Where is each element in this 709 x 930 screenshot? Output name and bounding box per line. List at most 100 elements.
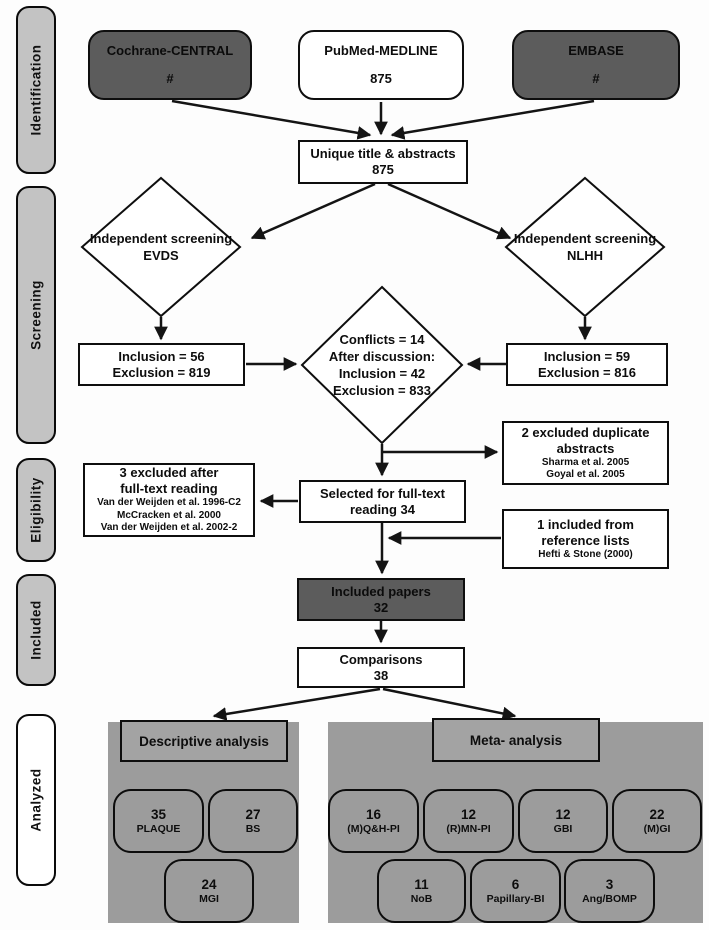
excluded-fulltext-ref-1: Van der Weijden et al. 1996-C2: [97, 497, 241, 509]
pill-plaque-value: 35: [150, 806, 167, 822]
evds-diamond-label: Independent screening EVDS: [86, 230, 236, 264]
pill-papillary-bi-value: 6: [511, 876, 520, 892]
source-embase-count: #: [592, 71, 600, 86]
pill-plaque: 35 PLAQUE: [113, 789, 204, 853]
diamond-screening-evds: [80, 176, 242, 318]
diamond-screening-nlhh: [504, 176, 666, 318]
source-cochrane-label: Cochrane-CENTRAL: [106, 43, 234, 58]
pill-mgi-meta: 22 (M)GI: [612, 789, 702, 853]
nlhh-inclusion: Inclusion = 59: [543, 348, 631, 364]
excluded-fulltext-box: 3 excluded after full-text reading Van d…: [83, 463, 255, 537]
pill-ang-bomp-value: 3: [605, 876, 614, 892]
pill-nob: 11 NoB: [377, 859, 466, 923]
meta-analysis-title: Meta- analysis: [469, 732, 563, 748]
pill-qh-pi-label: (M)Q&H-PI: [347, 822, 400, 835]
pill-mgi-meta-value: 22: [649, 806, 665, 822]
pill-bs: 27 BS: [208, 789, 298, 853]
descriptive-analysis-title: Descriptive analysis: [139, 733, 269, 749]
diamond-conflicts: [300, 285, 464, 445]
unique-abstracts-box: Unique title & abstracts 875: [298, 140, 468, 184]
included-reference-line2: reference lists: [541, 532, 630, 548]
pill-bs-value: 27: [245, 806, 261, 822]
pill-nob-label: NoB: [410, 892, 433, 905]
conflicts-line1: Conflicts = 14: [339, 332, 425, 347]
included-papers-label: Included papers: [331, 583, 431, 599]
pill-mgi: 24 MGI: [164, 859, 254, 923]
pill-qh-pi-value: 16: [365, 806, 382, 822]
pill-gbi-label: GBI: [553, 822, 573, 835]
excluded-duplicates-box: 2 excluded duplicate abstracts Sharma et…: [502, 421, 669, 485]
source-embase-label: EMBASE: [568, 43, 624, 58]
pill-ang-bomp-label: Ang/BOMP: [582, 892, 637, 905]
pill-mgi-label: MGI: [199, 892, 219, 905]
stage-identification: Identification: [16, 6, 56, 174]
evds-inclusion: Inclusion = 56: [118, 348, 205, 364]
excluded-fulltext-ref-2: McCracken et al. 2000: [117, 509, 221, 521]
included-reference-line1: 1 included from: [537, 516, 634, 532]
stage-analyzed: Analyzed: [16, 714, 56, 886]
included-papers-box: Included papers 32: [297, 578, 465, 621]
pill-ang-bomp: 3 Ang/BOMP: [564, 859, 655, 923]
pill-plaque-label: PLAQUE: [136, 822, 181, 835]
comparisons-label: Comparisons: [339, 651, 423, 667]
pill-mgi-value: 24: [201, 876, 217, 892]
evds-line1: Independent screening: [89, 231, 233, 246]
nlhh-result-box: Inclusion = 59 Exclusion = 816: [506, 343, 668, 386]
pill-gbi-value: 12: [555, 806, 571, 822]
stage-eligibility: Eligibility: [16, 458, 56, 562]
source-box-pubmed: PubMed-MEDLINE 875: [298, 30, 464, 100]
arrow-unique-to-nlhh: [387, 182, 512, 240]
included-papers-count: 32: [373, 599, 389, 615]
conflicts-line2: After discussion:: [328, 349, 436, 364]
pill-qh-pi: 16 (M)Q&H-PI: [328, 789, 419, 853]
arrow-unique-to-evds: [250, 182, 376, 240]
nlhh-line1: Independent screening: [513, 231, 657, 246]
evds-line2: EVDS: [143, 248, 179, 263]
stage-analyzed-label: Analyzed: [28, 768, 44, 832]
arrow-cochrane-to-unique: [171, 99, 372, 140]
excluded-fulltext-line1: 3 excluded after: [119, 465, 219, 481]
pill-mn-pi-label: (R)MN-PI: [446, 822, 491, 835]
selected-fulltext-line2: reading 34: [349, 501, 416, 517]
excluded-duplicates-ref-2: Goyal et al. 2005: [546, 469, 625, 480]
pill-bs-label: BS: [245, 822, 261, 835]
selected-fulltext-box: Selected for full-text reading 34: [299, 480, 466, 523]
pill-mn-pi: 12 (R)MN-PI: [423, 789, 514, 853]
pill-gbi: 12 GBI: [518, 789, 608, 853]
evds-exclusion: Exclusion = 819: [112, 364, 211, 380]
conflicts-diamond-label: Conflicts = 14 After discussion: Inclusi…: [302, 331, 462, 399]
excluded-fulltext-line2: full-text reading: [120, 481, 218, 497]
unique-abstracts-label: Unique title & abstracts: [310, 146, 456, 161]
excluded-duplicates-line2: abstracts: [556, 440, 615, 456]
source-pubmed-label: PubMed-MEDLINE: [324, 43, 438, 58]
comparisons-count: 38: [373, 667, 389, 683]
pill-papillary-bi-label: Papillary-BI: [486, 892, 545, 905]
stage-eligibility-label: Eligibility: [28, 477, 44, 543]
nlhh-exclusion: Exclusion = 816: [538, 364, 636, 380]
source-cochrane-count: #: [166, 71, 174, 86]
meta-analysis-header: Meta- analysis: [432, 718, 600, 762]
arrow-comparisons-to-descriptive: [212, 687, 381, 721]
excluded-duplicates-ref-1: Sharma et al. 2005: [541, 456, 630, 468]
included-reference-ref-1: Hefti & Stone (2000): [538, 548, 633, 560]
selected-fulltext-line1: Selected for full-text: [320, 485, 445, 501]
conflicts-line4: Exclusion = 833: [333, 383, 431, 398]
source-pubmed-count: 875: [370, 71, 392, 86]
nlhh-line2: NLHH: [566, 248, 604, 263]
stage-screening: Screening: [16, 186, 56, 444]
source-box-cochrane: Cochrane-CENTRAL #: [88, 30, 252, 100]
stage-included: Included: [16, 574, 56, 686]
comparisons-box: Comparisons 38: [297, 647, 465, 688]
excluded-duplicates-line1: 2 excluded duplicate: [521, 424, 650, 440]
unique-abstracts-count: 875: [372, 162, 394, 177]
source-box-embase: EMBASE #: [512, 30, 680, 100]
included-reference-box: 1 included from reference lists Hefti & …: [502, 509, 669, 569]
evds-result-box: Inclusion = 56 Exclusion = 819: [78, 343, 245, 386]
pill-mn-pi-value: 12: [460, 806, 477, 822]
arrow-comparisons-to-meta: [382, 687, 517, 721]
pill-nob-value: 11: [414, 876, 429, 892]
stage-identification-label: Identification: [28, 44, 44, 136]
stage-screening-label: Screening: [28, 280, 44, 350]
